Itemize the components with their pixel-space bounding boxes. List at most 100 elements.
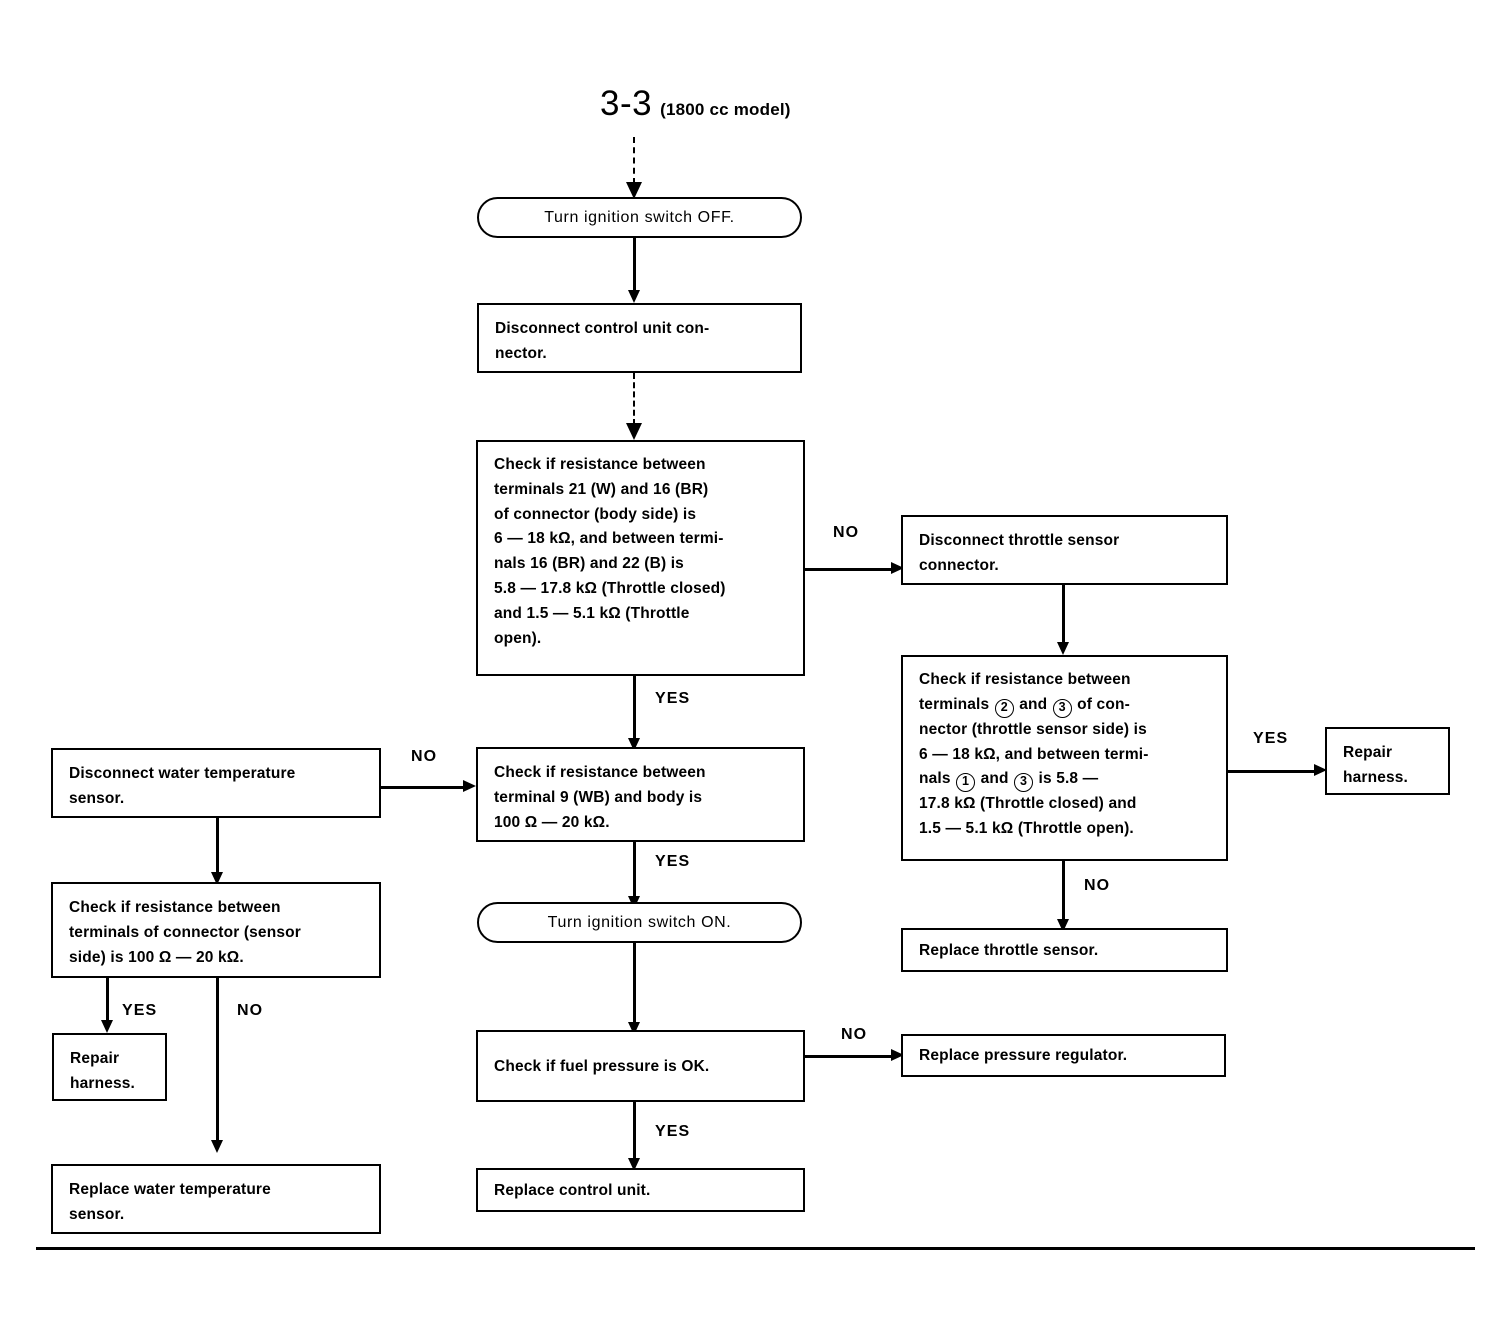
arrowhead-check-throttle-sensor bbox=[1057, 642, 1069, 655]
node-line: sensor. bbox=[69, 790, 125, 808]
connector-fuel-yes bbox=[633, 1102, 636, 1163]
node-line: side) is 100 Ω — 20 kΩ. bbox=[69, 949, 244, 967]
connector-main-check-yes bbox=[633, 676, 636, 744]
node-repair-harness-right[interactable]: Repair harness. bbox=[1325, 727, 1450, 795]
connector-main-check-no bbox=[805, 568, 897, 571]
connector-disconnect-throttle-to-check bbox=[1062, 585, 1065, 647]
connector-water-check-yes bbox=[106, 978, 109, 1026]
branch-label-fuel-yes: YES bbox=[655, 1123, 691, 1140]
connector-fuel-no bbox=[805, 1055, 897, 1058]
node-line: connector. bbox=[919, 557, 999, 575]
node-line-text: and bbox=[980, 770, 1009, 788]
circled-number-3: 3 bbox=[1014, 773, 1034, 793]
node-check-throttle-sensor-resistance[interactable]: Check if resistance between terminals 2 … bbox=[901, 655, 1228, 861]
node-line: nector. bbox=[495, 345, 547, 363]
arrowhead-replace-pressure-regulator bbox=[891, 1049, 904, 1061]
arrowhead-main-check bbox=[626, 423, 642, 440]
node-turn-ignition-switch-on[interactable]: Turn ignition switch ON. bbox=[477, 902, 802, 943]
node-line: harness. bbox=[70, 1075, 135, 1093]
node-line-text: nals bbox=[919, 770, 951, 788]
node-label: Check if fuel pressure is OK. bbox=[494, 1057, 710, 1075]
branch-label-water-check-no: NO bbox=[237, 1002, 264, 1019]
branch-label-water-temp-no: NO bbox=[411, 748, 438, 765]
node-disconnect-water-temperature-sensor[interactable]: Disconnect water temperature sensor. bbox=[51, 748, 381, 818]
arrowhead-check-water-temp-resistance bbox=[211, 872, 223, 885]
node-line: 1.5 — 5.1 kΩ (Throttle open). bbox=[919, 820, 1134, 838]
node-line: Disconnect water temperature bbox=[69, 765, 296, 782]
node-line: harness. bbox=[1343, 769, 1408, 787]
node-line: terminal 9 (WB) and body is bbox=[494, 789, 703, 807]
node-label: Replace throttle sensor. bbox=[919, 941, 1099, 959]
node-line: 5.8 — 17.8 kΩ (Throttle closed) bbox=[494, 579, 726, 597]
branch-label-main-yes: YES bbox=[655, 690, 691, 707]
branch-label-water-check-yes: YES bbox=[122, 1002, 158, 1019]
branch-label-fuel-no: NO bbox=[841, 1026, 868, 1043]
node-line: open). bbox=[494, 629, 542, 647]
node-check-main-resistance[interactable]: Check if resistance between terminals 21… bbox=[476, 440, 805, 676]
arrowhead-disconnect-cu bbox=[628, 290, 640, 303]
node-label: Turn ignition switch ON. bbox=[547, 913, 732, 931]
node-line: Check if resistance between bbox=[919, 671, 1131, 688]
node-line: Repair bbox=[1343, 744, 1393, 761]
page-title: 3-3 (1800 cc model) bbox=[600, 84, 791, 124]
node-line: of connector (body side) is bbox=[494, 505, 697, 523]
node-replace-pressure-regulator[interactable]: Replace pressure regulator. bbox=[901, 1034, 1226, 1077]
node-line: 6 — 18 kΩ, and between termi- bbox=[919, 745, 1149, 763]
connector-terminal9-yes bbox=[633, 842, 636, 901]
node-line: Replace water temperature bbox=[69, 1181, 271, 1198]
connector-disconnect-cu-to-main-check bbox=[633, 373, 635, 425]
arrowhead-title-to-ignition-off bbox=[626, 182, 642, 199]
node-line: Repair bbox=[70, 1050, 120, 1067]
connector-water-temp-no bbox=[381, 786, 466, 789]
node-line-text: of con- bbox=[1077, 695, 1130, 713]
node-label: Turn ignition switch OFF. bbox=[544, 208, 735, 226]
node-check-fuel-pressure[interactable]: Check if fuel pressure is OK. bbox=[476, 1030, 805, 1102]
node-line: terminals 2 and 3 of con- bbox=[919, 693, 1212, 718]
connector-water-temp-to-check bbox=[216, 818, 219, 878]
connector-ignition-on-to-fuel-check bbox=[633, 943, 636, 1028]
node-disconnect-control-unit-connector[interactable]: Disconnect control unit con- nector. bbox=[477, 303, 802, 373]
node-repair-harness-left[interactable]: Repair harness. bbox=[52, 1033, 167, 1101]
branch-label-throttle-no: NO bbox=[1084, 877, 1111, 894]
arrowhead-replace-control-unit bbox=[628, 1158, 640, 1171]
node-replace-control-unit[interactable]: Replace control unit. bbox=[476, 1168, 805, 1212]
node-line: nector (throttle sensor side) is bbox=[919, 720, 1147, 738]
node-line: sensor. bbox=[69, 1206, 125, 1224]
node-turn-ignition-switch-off[interactable]: Turn ignition switch OFF. bbox=[477, 197, 802, 238]
connector-title-to-ignition-off bbox=[633, 137, 635, 184]
title-subtitle: (1800 cc model) bbox=[660, 100, 791, 119]
connector-throttle-no bbox=[1062, 861, 1065, 925]
arrowhead-replace-water-temperature-sensor bbox=[211, 1140, 223, 1153]
connector-throttle-yes bbox=[1228, 770, 1320, 773]
node-line: and 1.5 — 5.1 kΩ (Throttle bbox=[494, 604, 690, 622]
node-line: 17.8 kΩ (Throttle closed) and bbox=[919, 795, 1137, 813]
node-line: 100 Ω — 20 kΩ. bbox=[494, 814, 610, 832]
branch-label-main-no: NO bbox=[833, 524, 860, 541]
node-replace-water-temperature-sensor[interactable]: Replace water temperature sensor. bbox=[51, 1164, 381, 1234]
node-line-text: terminals bbox=[919, 695, 990, 713]
arrowhead-disconnect-throttle-sensor bbox=[891, 562, 904, 574]
node-line: Check if resistance between bbox=[69, 899, 281, 916]
node-check-water-temperature-resistance[interactable]: Check if resistance between terminals of… bbox=[51, 882, 381, 978]
node-line: Check if resistance between bbox=[494, 456, 706, 473]
arrowhead-check-terminal9-from-left bbox=[463, 780, 476, 792]
arrowhead-repair-harness-left bbox=[101, 1020, 113, 1033]
node-line: Check if resistance between bbox=[494, 764, 706, 781]
title-number: 3-3 bbox=[600, 84, 653, 123]
node-label: Replace control unit. bbox=[494, 1181, 651, 1199]
node-line-text: is 5.8 — bbox=[1038, 770, 1099, 788]
arrowhead-repair-harness-right bbox=[1314, 764, 1327, 776]
connector-water-check-no bbox=[216, 978, 219, 1146]
node-line: terminals of connector (sensor bbox=[69, 924, 301, 942]
node-line: nals 16 (BR) and 22 (B) is bbox=[494, 555, 684, 573]
node-line: nals 1 and 3 is 5.8 — bbox=[919, 767, 1212, 793]
node-replace-throttle-sensor[interactable]: Replace throttle sensor. bbox=[901, 928, 1228, 972]
connector-ignition-off-to-disconnect-cu bbox=[633, 238, 636, 294]
node-check-terminal-9-resistance[interactable]: Check if resistance between terminal 9 (… bbox=[476, 747, 805, 842]
branch-label-terminal9-yes: YES bbox=[655, 853, 691, 870]
node-label: Replace pressure regulator. bbox=[919, 1047, 1128, 1065]
node-disconnect-throttle-sensor-connector[interactable]: Disconnect throttle sensor connector. bbox=[901, 515, 1228, 585]
footer-divider bbox=[36, 1247, 1475, 1250]
node-line: terminals 21 (W) and 16 (BR) bbox=[494, 480, 709, 498]
